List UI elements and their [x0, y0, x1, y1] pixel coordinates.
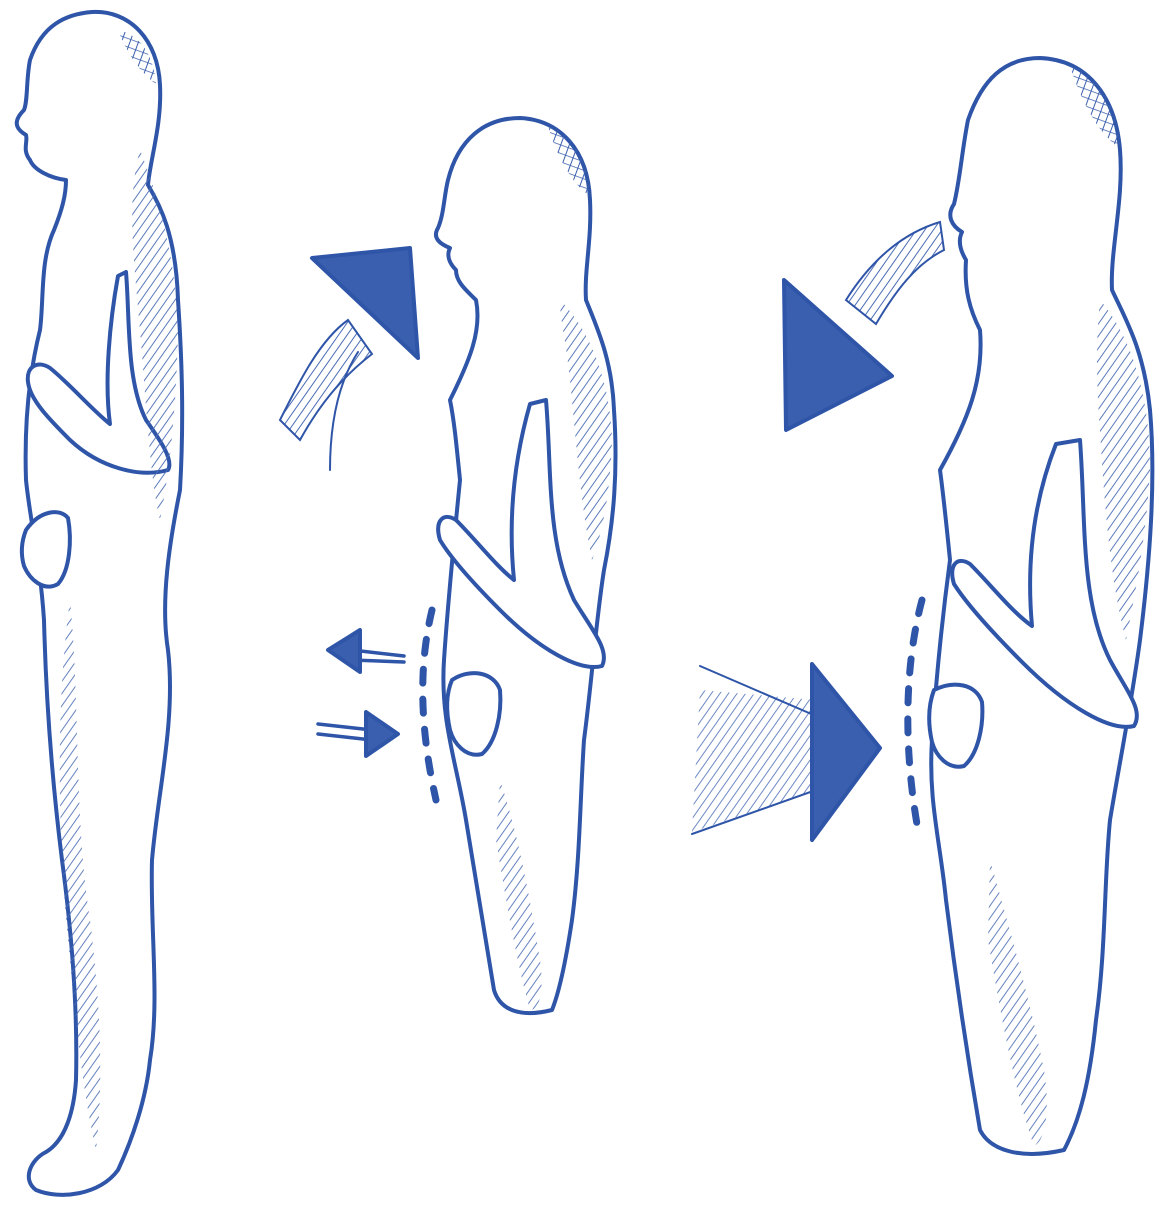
standing-figure-hand: [22, 512, 70, 586]
inhale-figure-hand: [447, 673, 500, 755]
standing-figure: [17, 12, 182, 1195]
inhale-arrow-icon: [280, 248, 418, 470]
abdomen-out-arrow-icon: [328, 630, 404, 672]
inhale-figure: [423, 118, 616, 1013]
abdomen-press-arrow-icon: [692, 664, 880, 840]
exhale-arrow-icon: [784, 222, 944, 430]
exhale-figure: [908, 58, 1153, 1154]
standing-figure-body: [17, 12, 182, 1195]
inhale-figure-abdomen-line: [423, 610, 436, 800]
abdomen-in-arrow-icon: [318, 712, 398, 756]
exhale-figure-abdomen-line: [908, 600, 922, 830]
exhale-figure-hand: [929, 685, 982, 767]
